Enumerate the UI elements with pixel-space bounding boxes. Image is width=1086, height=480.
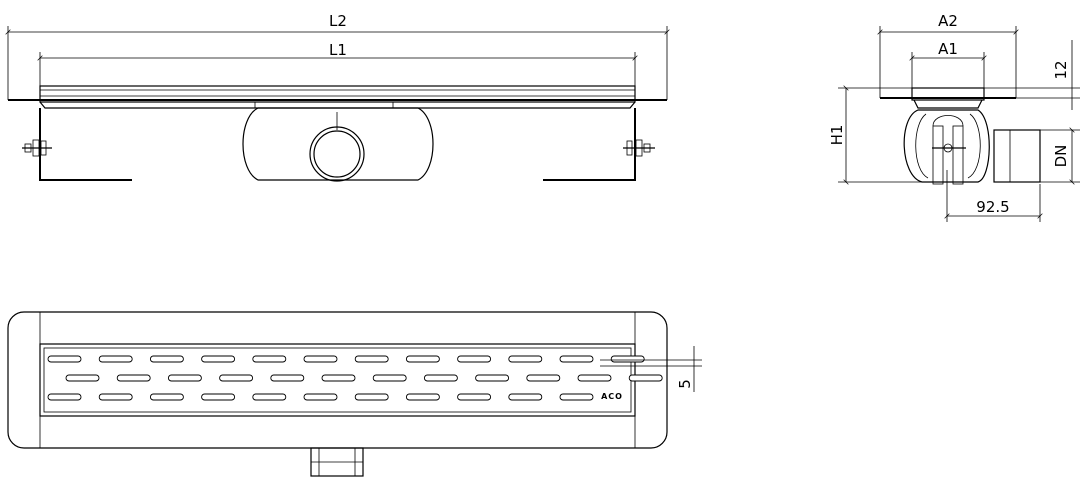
aco-logo: ACO <box>601 392 623 401</box>
side-grate <box>911 87 985 101</box>
outlet-pipe-inner <box>313 130 361 178</box>
grate-slot-top-row <box>610 355 645 363</box>
channel-lip <box>39 101 636 109</box>
side-channel <box>913 99 983 109</box>
dimension-L1: L1 <box>40 41 635 90</box>
grate-slot-top-row <box>354 355 389 363</box>
dimension-label-A1: A1 <box>938 40 958 58</box>
grate-slot-top-row <box>47 355 82 363</box>
grate-slot-bottom-row <box>252 393 287 401</box>
grate-slot-middle-row <box>372 374 407 382</box>
dimension-DN: DN <box>1040 130 1080 182</box>
dimension-label-5: 5 <box>676 379 694 389</box>
dimension-A2: A2 <box>880 12 1016 98</box>
dimension-L2: L2 <box>8 12 667 100</box>
dimension-12: 12 <box>984 40 1080 110</box>
grate-slot-bottom-row <box>47 393 82 401</box>
grate-slot-bottom-row <box>149 393 184 401</box>
grate-slot-middle-row <box>321 374 356 382</box>
grate-slot-top-row <box>457 355 492 363</box>
side-outlet-pipe <box>993 129 1041 183</box>
dimension-label-L1: L1 <box>329 41 347 59</box>
dimension-5: 5 <box>600 346 702 392</box>
grate-slot-top-row <box>508 355 543 363</box>
grate-slot-bottom-row <box>303 393 338 401</box>
grate-slot-middle-row <box>475 374 510 382</box>
dimension-H1: H1 <box>828 88 930 182</box>
grate-slot-top-row <box>201 355 236 363</box>
grate-slot-middle-row <box>270 374 305 382</box>
grate-slot-middle-row <box>167 374 202 382</box>
top-plan-view: ACO 5 <box>7 311 702 477</box>
side-outlet-body <box>903 109 990 183</box>
grate-slot-bottom-row <box>354 393 389 401</box>
grate-slot-top-row <box>252 355 287 363</box>
grate-slot-middle-row <box>116 374 151 382</box>
grate-slot-top-row <box>405 355 440 363</box>
grate-slot-middle-row <box>628 374 663 382</box>
outlet-pipe-outer <box>309 126 365 182</box>
dimension-label-A2: A2 <box>938 12 958 30</box>
grate-slot-middle-row <box>526 374 561 382</box>
front-elevation-view: L2 L1 <box>8 12 667 182</box>
grate-slot-bottom-row <box>98 393 133 401</box>
grate-slot-bottom-row <box>508 393 543 401</box>
grate-slot-bottom-row <box>405 393 440 401</box>
grate-slot-middle-row <box>577 374 612 382</box>
right-mounting-bracket <box>543 108 655 181</box>
dimension-label-L2: L2 <box>329 12 347 30</box>
grate-slot-bottom-row <box>201 393 236 401</box>
side-section-view: A2 A1 12 H1 DN <box>828 12 1080 222</box>
dimension-label-92-5: 92.5 <box>976 198 1009 216</box>
grate-slot-top-row <box>559 355 594 363</box>
grate-slot-bottom-row <box>457 393 492 401</box>
outlet-body <box>242 107 434 181</box>
grate-slot-top-row <box>303 355 338 363</box>
dimension-92-5: 92.5 <box>947 170 1040 222</box>
grate-slot-middle-row <box>65 374 100 382</box>
dimension-label-H1: H1 <box>828 125 846 146</box>
dimension-label-12: 12 <box>1052 60 1070 79</box>
grate-slot-bottom-row <box>559 393 594 401</box>
grate-slot-top-row <box>149 355 184 363</box>
grate-slots <box>47 355 663 401</box>
grate-slot-middle-row <box>423 374 458 382</box>
dimension-label-DN: DN <box>1052 145 1070 168</box>
grate-slot-top-row <box>98 355 133 363</box>
grate-slot-middle-row <box>219 374 254 382</box>
left-mounting-bracket <box>22 108 132 181</box>
dimension-A1: A1 <box>912 40 984 88</box>
outlet-plate <box>254 101 394 109</box>
